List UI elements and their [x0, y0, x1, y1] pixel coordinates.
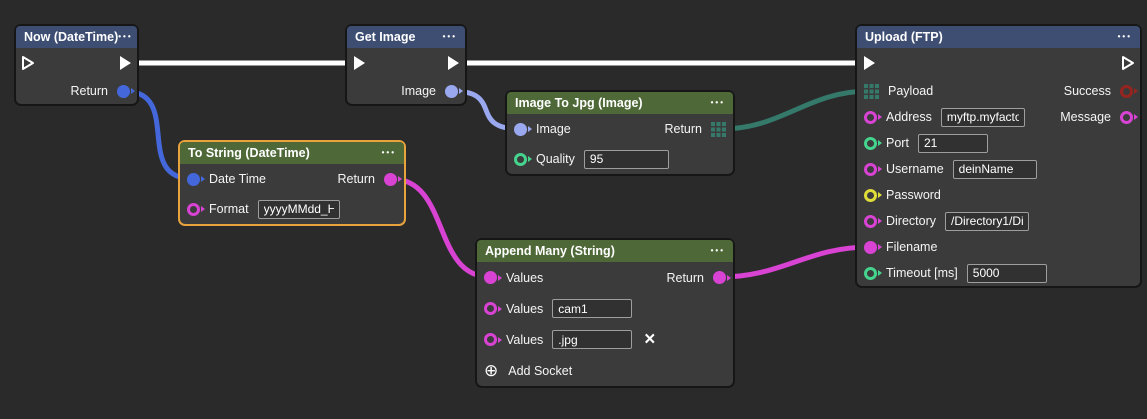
- node-title: Image To Jpg (Image): [515, 96, 643, 110]
- output-label-return: Return: [666, 270, 704, 285]
- node-now-datetime: Now (DateTime) ••• Return: [14, 24, 139, 106]
- bool-socket-success[interactable]: [1120, 84, 1138, 98]
- input-label-directory: Directory: [886, 214, 937, 228]
- input-label-image: Image: [536, 122, 571, 136]
- input-label-username: Username: [886, 162, 944, 176]
- input-label-values-1: Values: [506, 270, 544, 285]
- bytes-socket-payload[interactable]: [864, 83, 879, 99]
- username-field[interactable]: [952, 159, 1037, 179]
- format-field[interactable]: [257, 199, 340, 219]
- string-socket-address[interactable]: [864, 110, 882, 124]
- node-header[interactable]: Get Image •••: [347, 26, 465, 48]
- string-socket-values-1[interactable]: [484, 271, 502, 284]
- node-to-string-datetime: To String (DateTime) ••• Date Time Retur…: [178, 140, 406, 226]
- input-label-payload: Payload: [888, 84, 934, 98]
- exec-in-socket[interactable]: [352, 55, 366, 71]
- input-label-format: Format: [209, 202, 249, 216]
- menu-icon[interactable]: •••: [442, 32, 457, 41]
- input-label-values-3: Values: [506, 332, 544, 347]
- string-socket-username[interactable]: [864, 162, 882, 176]
- input-label-port: Port: [886, 136, 909, 150]
- menu-icon[interactable]: •••: [710, 246, 725, 255]
- node-header[interactable]: Upload (FTP) •••: [857, 26, 1140, 48]
- string-socket-return[interactable]: [713, 271, 731, 284]
- string-socket-values-3[interactable]: [484, 333, 502, 346]
- string-socket-message[interactable]: [1120, 110, 1138, 124]
- node-header[interactable]: Now (DateTime) •••: [16, 26, 137, 48]
- values-3-field[interactable]: [552, 330, 633, 349]
- port-field[interactable]: [917, 133, 988, 153]
- quality-field[interactable]: [583, 149, 669, 169]
- password-socket[interactable]: [864, 188, 882, 202]
- exec-in-socket[interactable]: [862, 55, 876, 71]
- node-get-image: Get Image ••• Image: [345, 24, 467, 106]
- output-label-return: Return: [70, 84, 108, 98]
- node-header[interactable]: Image To Jpg (Image) •••: [507, 92, 733, 114]
- bytes-socket-return[interactable]: [711, 121, 726, 137]
- wire-appendmany-return-upload-filename[interactable]: [717, 244, 873, 280]
- node-header[interactable]: Append Many (String) •••: [477, 240, 733, 262]
- number-socket-port[interactable]: [864, 136, 882, 150]
- output-label-return: Return: [337, 172, 375, 186]
- menu-icon[interactable]: •••: [381, 148, 396, 157]
- node-header[interactable]: To String (DateTime) •••: [180, 142, 404, 164]
- exec-out-socket[interactable]: [118, 55, 132, 71]
- image-socket-in[interactable]: [514, 122, 532, 136]
- add-socket-label: Add Socket: [508, 363, 573, 378]
- wire-imagetojpg-return-upload-payload[interactable]: [718, 88, 873, 132]
- menu-icon[interactable]: •••: [1117, 32, 1132, 41]
- input-label-filename: Filename: [886, 240, 938, 254]
- output-label-image: Image: [401, 84, 436, 98]
- input-label-address: Address: [886, 110, 932, 124]
- string-socket-return[interactable]: [384, 172, 402, 186]
- node-title: To String (DateTime): [188, 146, 310, 160]
- node-title: Append Many (String): [485, 244, 615, 258]
- add-socket-button[interactable]: ⊕ Add Socket: [484, 362, 572, 379]
- output-label-success: Success: [1063, 84, 1111, 98]
- node-title: Get Image: [355, 30, 416, 44]
- wire-now-return-tostring-datetime[interactable]: [121, 88, 196, 182]
- node-upload-ftp: Upload (FTP) ••• Payload Success: [855, 24, 1142, 288]
- menu-icon[interactable]: •••: [710, 98, 725, 107]
- string-socket-format[interactable]: [187, 202, 205, 216]
- values-2-field[interactable]: [552, 299, 633, 318]
- output-label-return: Return: [664, 122, 702, 136]
- string-socket-values-2[interactable]: [484, 302, 502, 315]
- input-label-date-time: Date Time: [209, 172, 266, 186]
- input-label-timeout: Timeout [ms]: [886, 266, 958, 280]
- wire-tostring-return-appendmany-values[interactable]: [389, 176, 493, 280]
- exec-out-socket[interactable]: [446, 55, 460, 71]
- number-socket-timeout[interactable]: [864, 266, 882, 280]
- node-title: Now (DateTime): [24, 30, 119, 44]
- exec-in-socket[interactable]: [21, 55, 35, 71]
- input-label-password: Password: [886, 188, 941, 202]
- image-socket-out[interactable]: [445, 84, 463, 98]
- remove-socket-icon[interactable]: ×: [644, 329, 656, 350]
- datetime-socket-in[interactable]: [187, 172, 205, 186]
- timeout-field[interactable]: [966, 263, 1047, 283]
- number-socket-quality[interactable]: [514, 152, 532, 166]
- add-icon: ⊕: [484, 361, 499, 380]
- output-label-message: Message: [1060, 110, 1111, 124]
- datetime-socket-return[interactable]: [117, 84, 135, 98]
- string-socket-directory[interactable]: [864, 214, 882, 228]
- string-socket-filename[interactable]: [864, 240, 882, 254]
- node-title: Upload (FTP): [865, 30, 943, 44]
- directory-field[interactable]: [945, 211, 1030, 231]
- node-image-to-jpg: Image To Jpg (Image) ••• Image Return Qu…: [505, 90, 735, 176]
- input-label-quality: Quality: [536, 152, 575, 166]
- exec-out-socket[interactable]: [1121, 55, 1135, 71]
- address-field[interactable]: [940, 107, 1025, 127]
- node-append-many: Append Many (String) ••• Values Return V…: [475, 238, 735, 388]
- menu-icon[interactable]: •••: [118, 32, 133, 41]
- input-label-values-2: Values: [506, 301, 544, 316]
